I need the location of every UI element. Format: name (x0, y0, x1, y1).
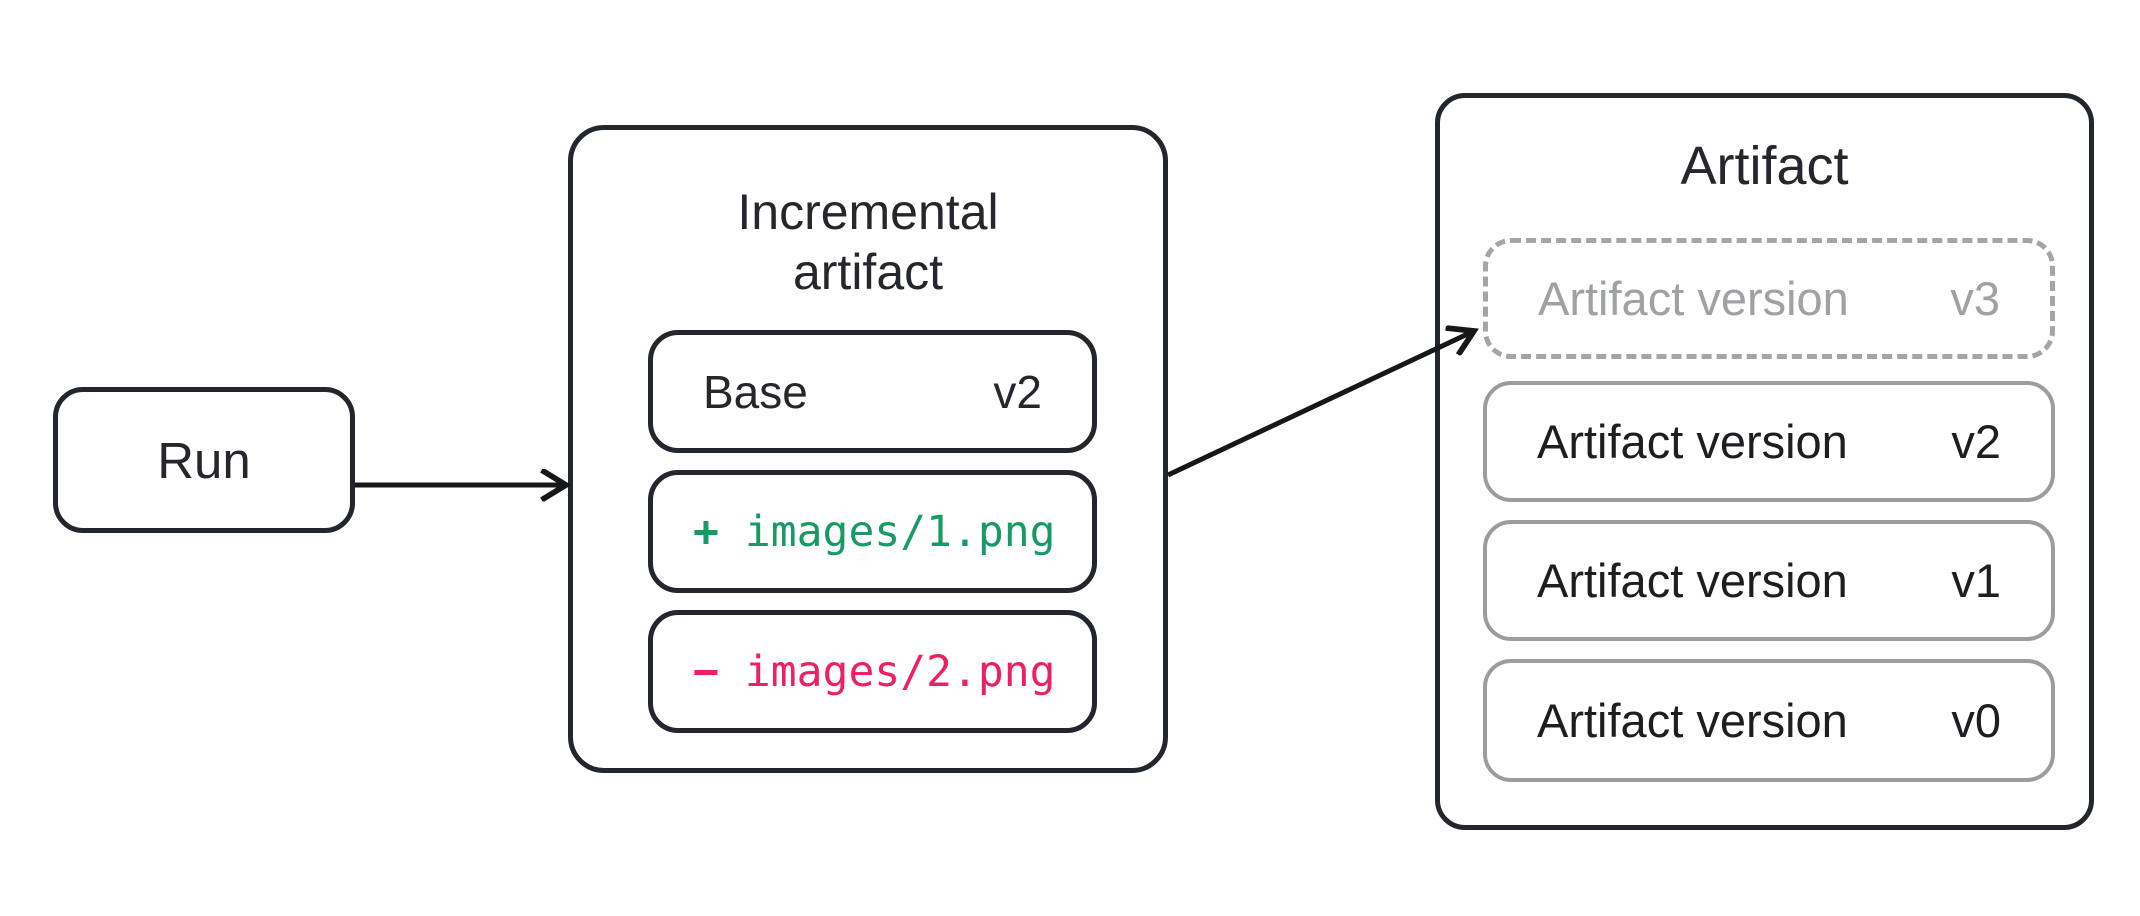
removed-file-path: images/2.png (744, 646, 1056, 697)
artifact-version-row: Artifact version v0 (1483, 659, 2055, 782)
incremental-title-line2: artifact (792, 244, 944, 300)
base-version-box: Base v2 (648, 330, 1097, 453)
artifact-version-row-pending: Artifact version v3 (1483, 238, 2055, 359)
artifact-version-badge: v2 (1951, 415, 2001, 468)
artifact-version-badge: v3 (1950, 272, 2000, 325)
added-file-path: images/1.png (744, 506, 1056, 557)
artifact-title: Artifact (1680, 136, 1849, 196)
artifact-version-label: Artifact version (1537, 415, 1848, 468)
artifact-version-label: Artifact version (1537, 554, 1848, 607)
artifact-version-badge: v1 (1951, 554, 2001, 607)
artifact-version-row: Artifact version v1 (1483, 520, 2055, 641)
base-version-badge: v2 (993, 365, 1042, 418)
incremental-title-line1: Incremental (737, 184, 999, 240)
base-label: Base (703, 365, 808, 418)
artifact-version-label: Artifact version (1538, 272, 1849, 325)
artifact-node: Artifact Artifact version v3 Artifact ve… (1435, 93, 2094, 830)
added-file-box: + images/1.png (648, 470, 1097, 593)
run-node: Run (53, 387, 355, 533)
run-label: Run (157, 431, 251, 489)
incremental-artifact-node: Incremental artifact Base v2 + images/1.… (568, 125, 1168, 773)
artifact-version-label: Artifact version (1537, 694, 1848, 747)
minus-icon: − (693, 646, 719, 697)
plus-icon: + (693, 506, 719, 557)
removed-file-box: − images/2.png (648, 610, 1097, 733)
artifact-version-row: Artifact version v2 (1483, 381, 2055, 502)
incremental-to-artifact-arrow (1166, 331, 1474, 478)
artifact-version-badge: v0 (1951, 694, 2001, 747)
incremental-artifact-title: Incremental artifact (573, 182, 1163, 302)
